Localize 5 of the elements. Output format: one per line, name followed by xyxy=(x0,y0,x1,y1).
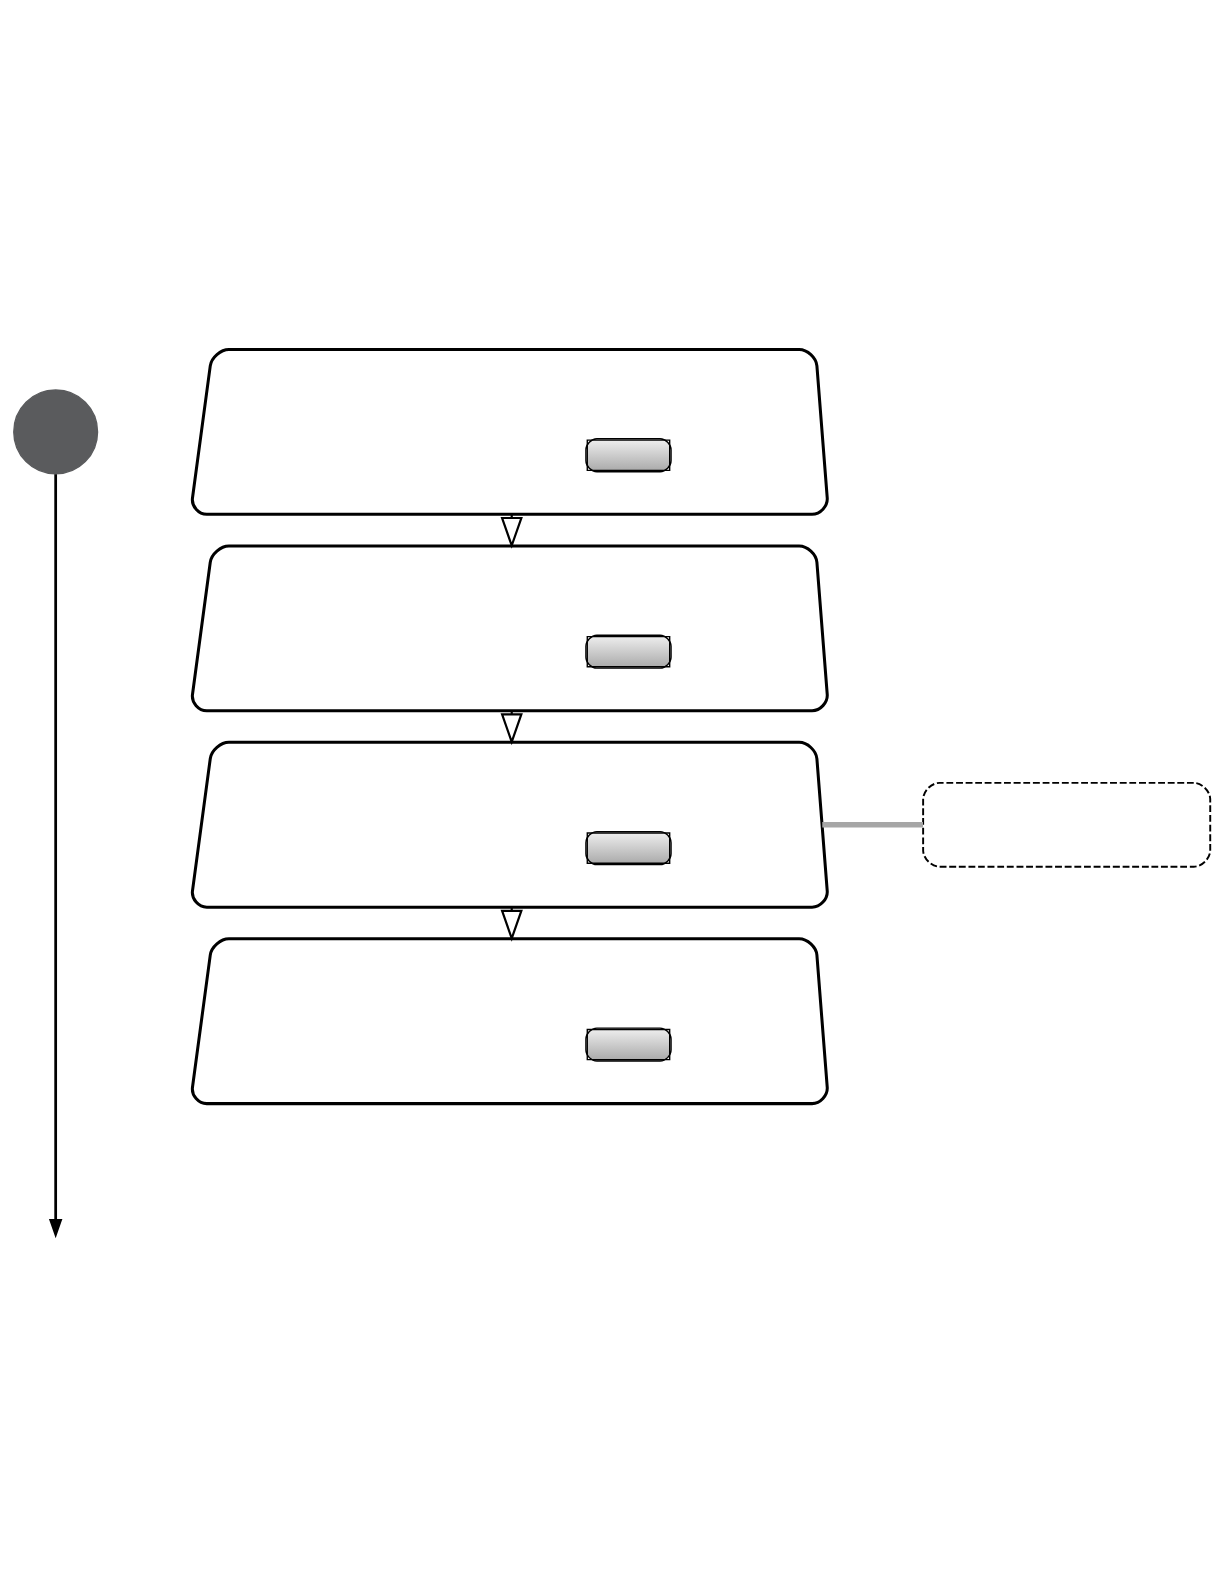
node-circle xyxy=(13,388,99,474)
node-mirror xyxy=(190,936,829,1105)
connector xyxy=(822,821,923,828)
node-box xyxy=(922,781,1212,868)
arrow xyxy=(48,473,63,1238)
